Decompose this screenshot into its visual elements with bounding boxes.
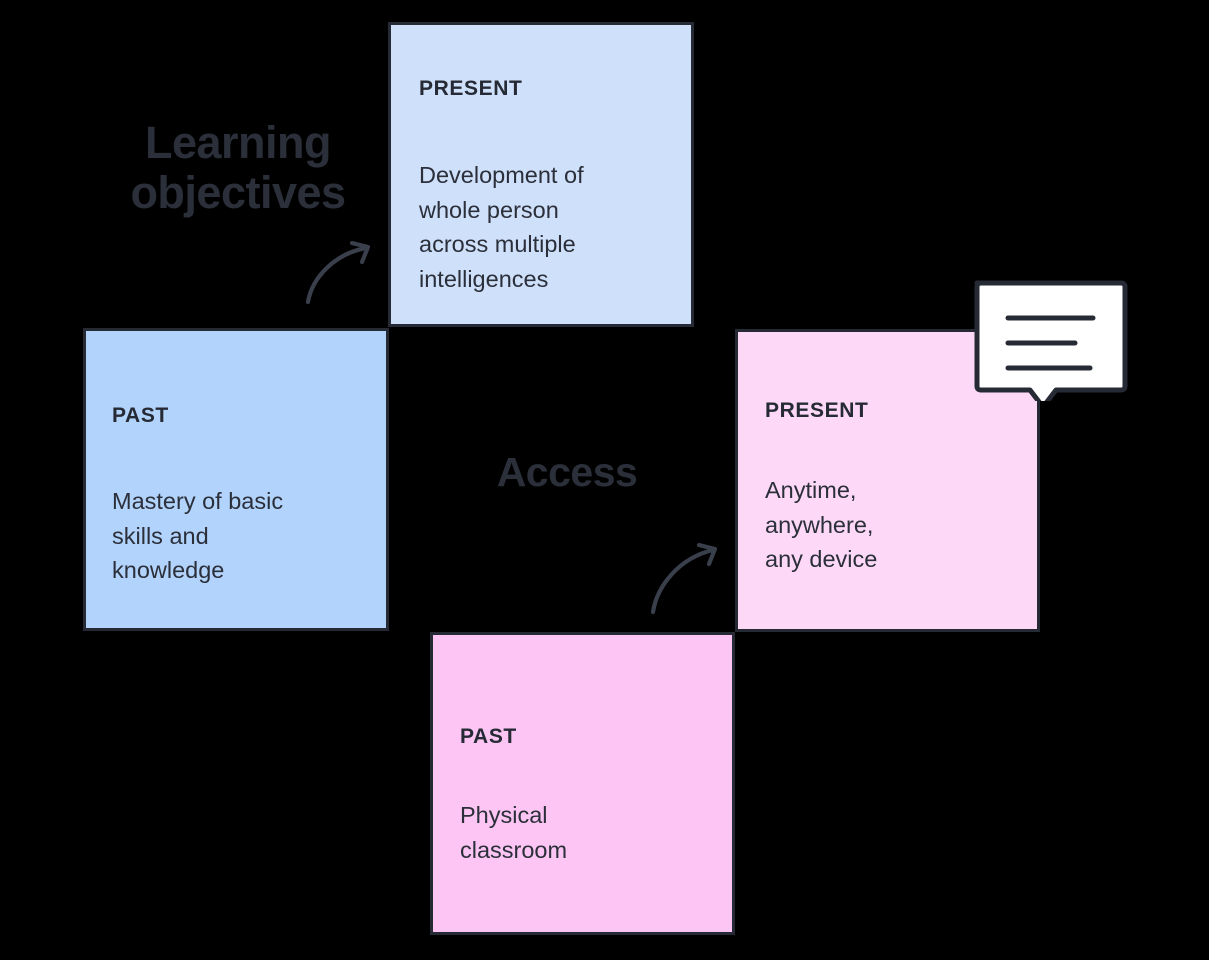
section-heading-learning-objectives: Learning objectives bbox=[130, 117, 346, 219]
curved-arrow-icon-access bbox=[650, 542, 718, 615]
card-body-text: Mastery of basic skills and knowledge bbox=[112, 488, 284, 584]
section-heading-access: Access bbox=[496, 449, 638, 495]
card-learning-objectives-past[interactable]: PAST Mastery of basic skills and knowled… bbox=[83, 328, 389, 631]
card-access-past[interactable]: PAST Physical classroom bbox=[430, 632, 735, 935]
comment-bubble-icon[interactable] bbox=[970, 276, 1130, 401]
card-label: PRESENT bbox=[419, 77, 523, 100]
card-label: PAST bbox=[112, 404, 169, 427]
card-body-text: Physical classroom bbox=[460, 802, 568, 863]
curved-arrow-icon-learning-objectives bbox=[305, 240, 371, 305]
card-label: PRESENT bbox=[765, 399, 869, 422]
card-learning-objectives-present[interactable]: PRESENT Development of whole person acro… bbox=[388, 22, 694, 327]
card-body-text: Development of whole person across multi… bbox=[419, 162, 584, 292]
card-label: PAST bbox=[460, 725, 517, 748]
card-body-text: Anytime, anywhere, any device bbox=[765, 477, 878, 573]
